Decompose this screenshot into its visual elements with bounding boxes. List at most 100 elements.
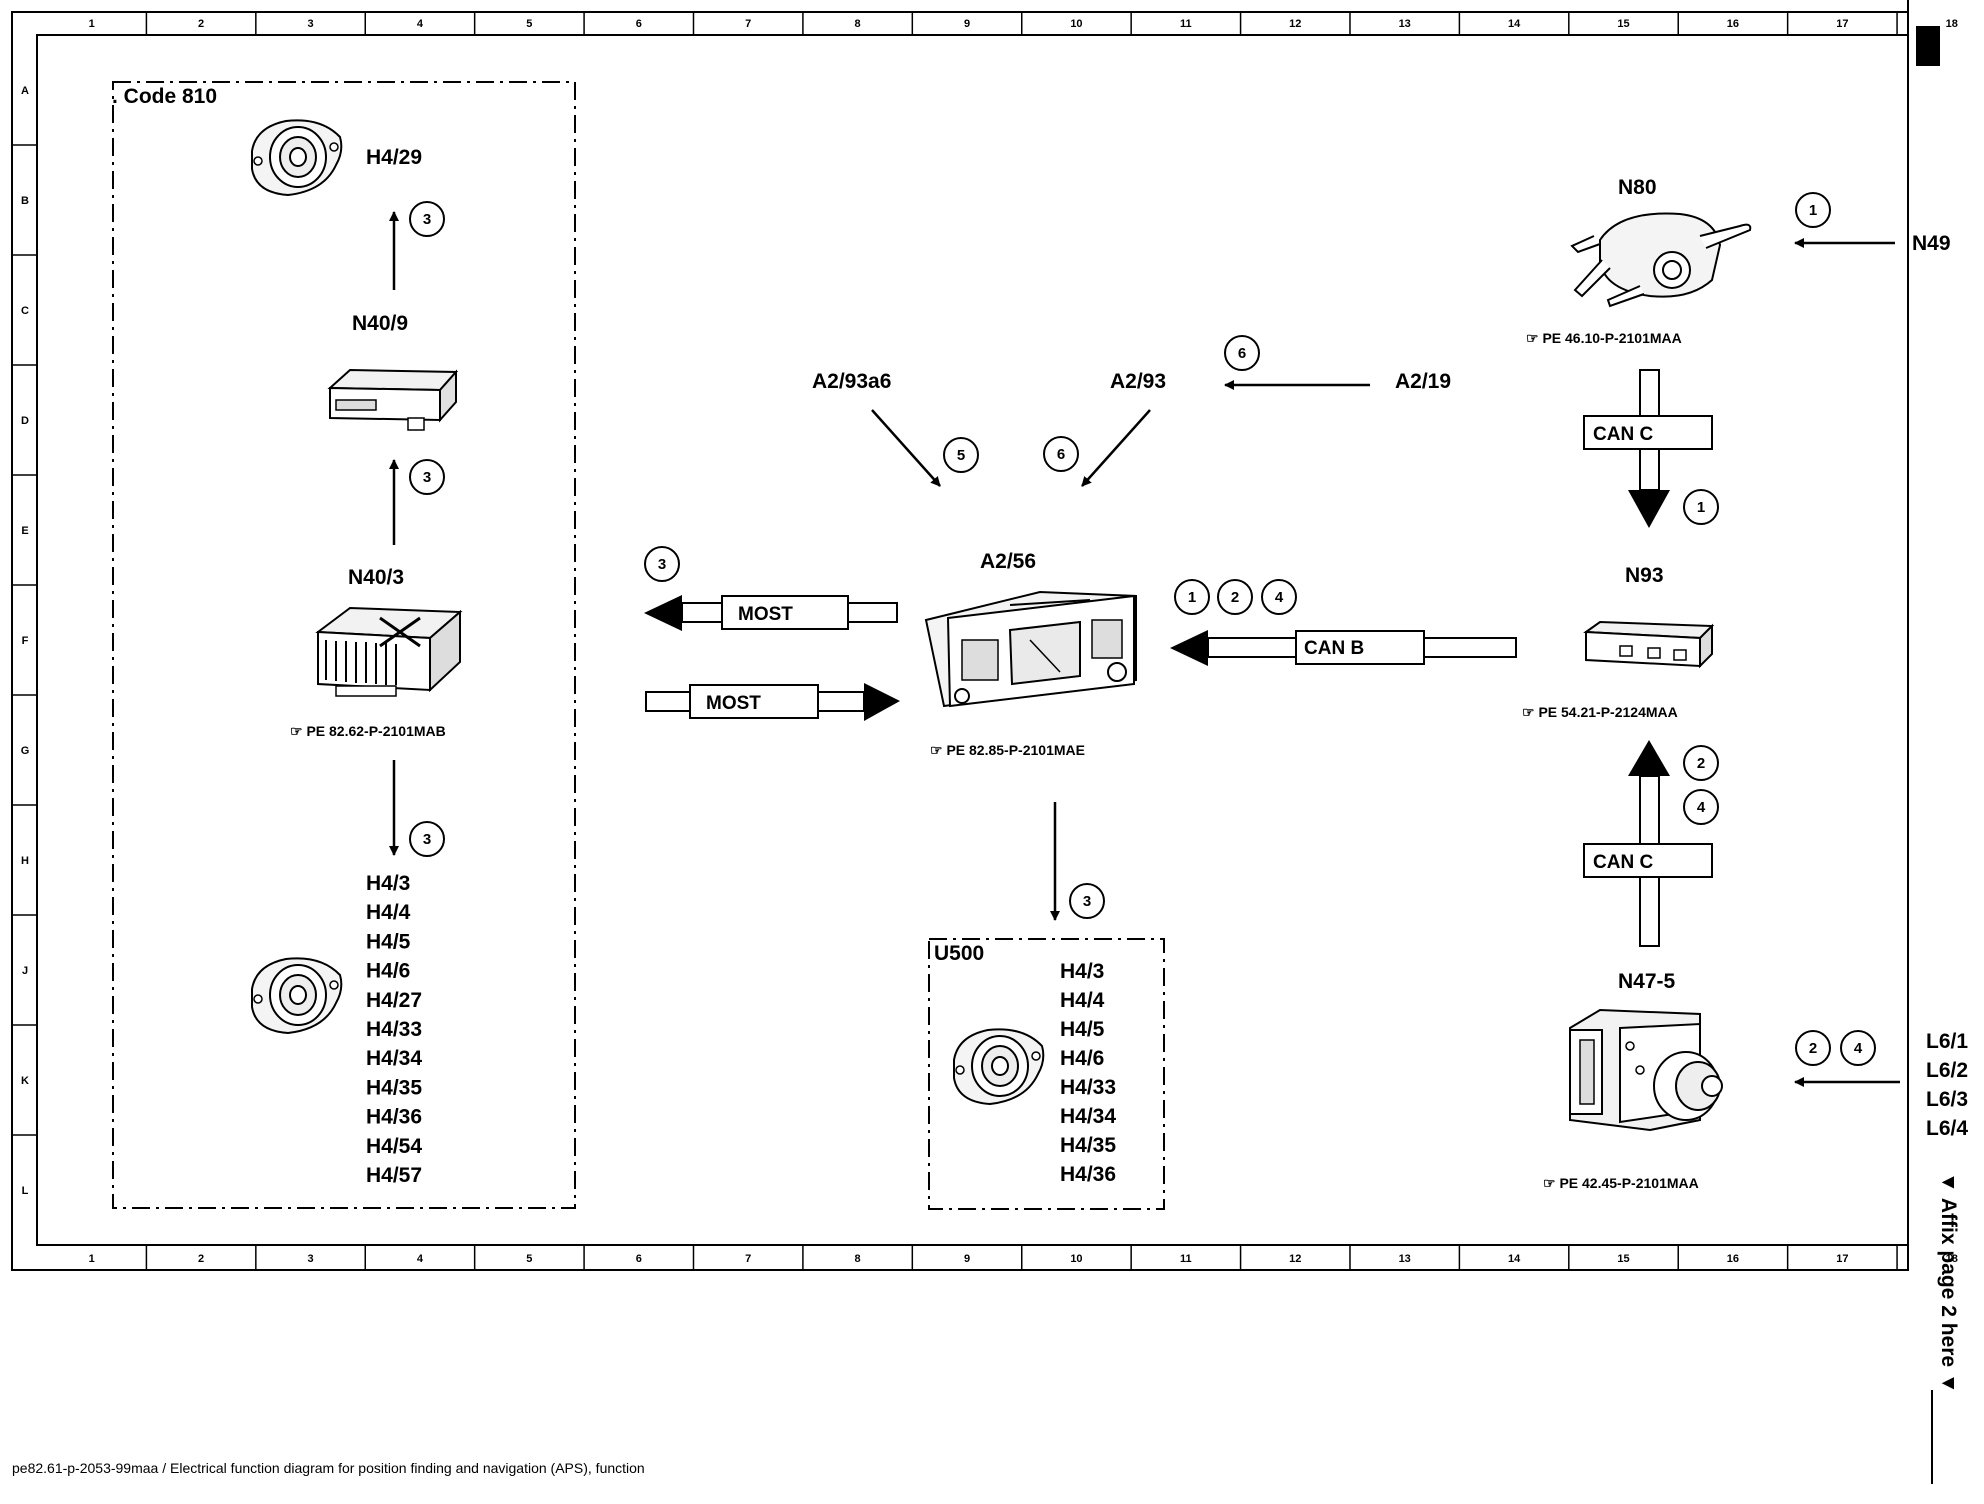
speaker-left-group-icon — [251, 957, 343, 1034]
speaker-label: H4/27 — [366, 989, 422, 1012]
grid-row-label: E — [21, 525, 28, 537]
grid-row-label: H — [21, 855, 29, 867]
label-n49: N49 — [1912, 232, 1951, 255]
footer-caption: pe82.61-p-2053-99maa / Electrical functi… — [12, 1460, 645, 1476]
sensor-label: L6/3 — [1926, 1088, 1968, 1111]
grid-column-label: 8 — [855, 18, 861, 30]
speaker-label: H4/5 — [1060, 1018, 1105, 1041]
grid-column-label: 17 — [1836, 18, 1848, 30]
grid-row-label: G — [21, 745, 30, 757]
signal-circle: 6 — [1043, 436, 1079, 472]
code-810-boundary — [112, 81, 576, 1209]
can-c-bus-top: CAN C — [1583, 369, 1713, 528]
svg-text:3: 3 — [423, 211, 431, 228]
grid-column-label: 12 — [1289, 18, 1301, 30]
sensor-label: L6/4 — [1926, 1117, 1968, 1140]
most-bus-out: MOST — [644, 595, 898, 631]
speaker-label: H4/35 — [366, 1076, 422, 1099]
signal-circle: 2 — [1683, 745, 1719, 781]
label-a2-56: A2/56 — [980, 550, 1036, 573]
svg-text:6: 6 — [1057, 446, 1065, 463]
ref-n40-3: ☞ PE 82.62-P-2101MAB — [290, 723, 446, 739]
speaker-label: H4/36 — [1060, 1163, 1116, 1186]
grid-column-label: 11 — [1180, 18, 1192, 30]
svg-text:2: 2 — [1809, 1040, 1817, 1057]
code-810-label: . Code 810 — [112, 85, 217, 108]
grid-column-label: 18 — [1946, 1253, 1958, 1265]
grid-column-label: 13 — [1399, 18, 1411, 30]
svg-text:6: 6 — [1238, 345, 1246, 362]
svg-text:4: 4 — [1275, 589, 1284, 606]
grid-column-label: 11 — [1180, 1253, 1192, 1265]
svg-text:2: 2 — [1231, 589, 1239, 606]
arrow-a2-93a6 — [871, 409, 941, 487]
sensor-label: L6/2 — [1926, 1059, 1968, 1082]
grid-column-label: 9 — [964, 1253, 970, 1265]
grid-column-label: 2 — [198, 18, 204, 30]
speaker-label: H4/33 — [366, 1018, 422, 1041]
module-n93-icon — [1583, 620, 1715, 669]
signal-circle: 1 — [1683, 489, 1719, 525]
most-out-label: MOST — [738, 604, 793, 625]
grid-column-label: 1 — [89, 1253, 95, 1265]
can-c-bottom-label: CAN C — [1593, 852, 1653, 873]
speaker-label: H4/57 — [366, 1164, 422, 1187]
speaker-label: H4/34 — [1060, 1105, 1116, 1128]
svg-text:5: 5 — [957, 447, 965, 464]
grid-column-label: 5 — [526, 18, 532, 30]
can-b-label: CAN B — [1304, 638, 1364, 659]
grid-column-label: 14 — [1508, 1253, 1521, 1265]
speaker-label: H4/54 — [366, 1135, 422, 1158]
label-n40-3: N40/3 — [348, 566, 404, 589]
grid-column-label: 1 — [89, 18, 95, 30]
signal-circle: 3 — [409, 459, 445, 495]
left-speaker-list: H4/3H4/4H4/5H4/6H4/27H4/33H4/34H4/35H4/3… — [366, 872, 422, 1187]
grid-row-label: C — [21, 305, 29, 317]
grid-column-label: 16 — [1727, 18, 1739, 30]
grid-row-label: D — [21, 415, 29, 427]
ref-n93: ☞ PE 54.21-P-2124MAA — [1522, 704, 1678, 720]
label-u500: U500 — [934, 942, 984, 965]
svg-text:4: 4 — [1854, 1040, 1863, 1057]
grid-column-label: 16 — [1727, 1253, 1739, 1265]
speaker-label: H4/5 — [366, 930, 411, 953]
grid-column-label: 6 — [636, 1253, 642, 1265]
signal-circle: 4 — [1683, 789, 1719, 825]
grid-column-label: 7 — [745, 18, 751, 30]
amplifier-n40-3-icon — [315, 606, 463, 697]
svg-text:3: 3 — [658, 556, 666, 573]
grid-row-label: J — [22, 965, 28, 977]
grid-column-label: 17 — [1836, 1253, 1848, 1265]
speaker-label: H4/3 — [1060, 960, 1104, 983]
signal-circle: 1 — [1795, 192, 1831, 228]
esp-unit-n47-5-icon — [1569, 1008, 1723, 1132]
grid-column-label: 4 — [417, 18, 424, 30]
speaker-label: H4/34 — [366, 1047, 422, 1070]
grid-row-label: F — [22, 635, 29, 647]
svg-text:1: 1 — [1697, 499, 1705, 516]
steering-switch-n80-icon — [1570, 212, 1752, 308]
signal-circle: 3 — [409, 201, 445, 237]
speaker-label: H4/35 — [1060, 1134, 1116, 1157]
svg-text:1: 1 — [1809, 202, 1817, 219]
label-n47-5: N47-5 — [1618, 970, 1676, 993]
u500-boundary — [928, 938, 1165, 1210]
grid-row-label: A — [21, 85, 29, 97]
speaker-label: H4/36 — [366, 1106, 422, 1129]
label-n80: N80 — [1618, 176, 1657, 199]
grid-column-label: 18 — [1946, 18, 1958, 30]
grid-labels: 1122334455667788991010111112121313141415… — [21, 18, 1958, 1265]
sensor-list: L6/1L6/2L6/3L6/4 — [1926, 1030, 1968, 1140]
grid-column-label: 13 — [1399, 1253, 1411, 1265]
svg-text:2: 2 — [1697, 755, 1705, 772]
arrow-a2-93 — [1081, 409, 1151, 487]
speaker-label: H4/3 — [366, 872, 410, 895]
module-n40-9-icon — [327, 368, 459, 431]
can-c-top-label: CAN C — [1593, 424, 1653, 445]
svg-text:3: 3 — [1083, 893, 1091, 910]
grid-column-label: 12 — [1289, 1253, 1301, 1265]
affix-note: ▼ Affix page 2 here ▼ — [1937, 1172, 1960, 1394]
label-a2-93a6: A2/93a6 — [812, 370, 891, 393]
signal-circle: 3 — [644, 546, 680, 582]
